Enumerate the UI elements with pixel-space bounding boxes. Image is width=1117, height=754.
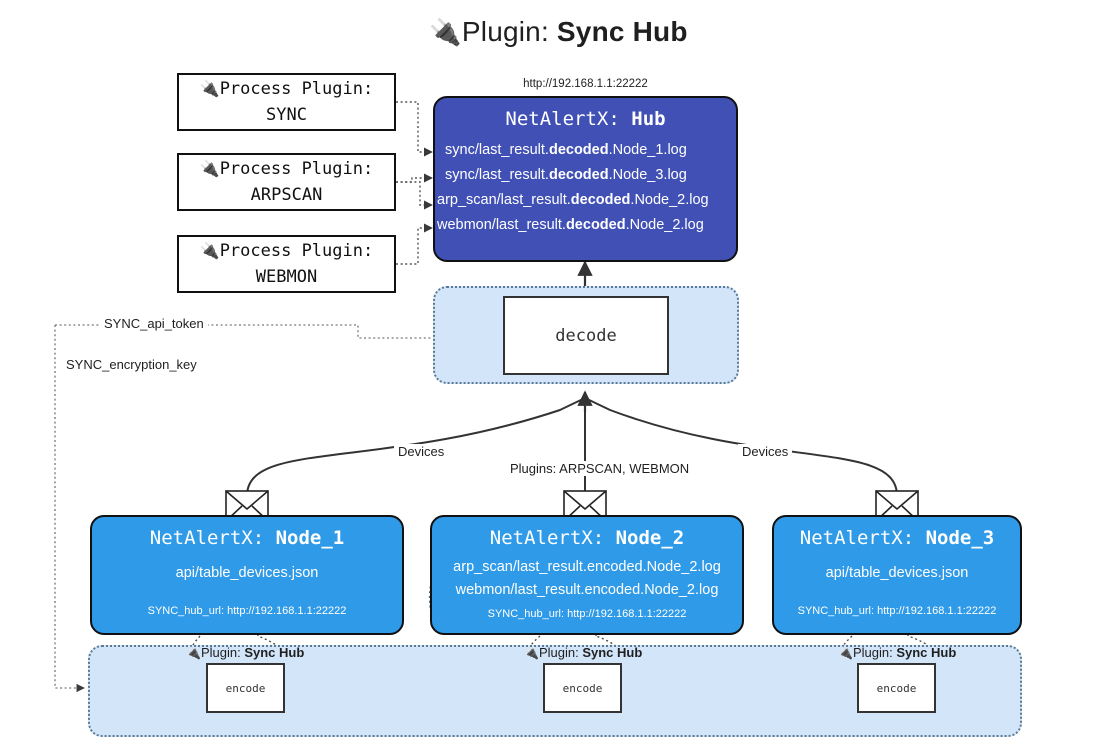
- encoder-caption-value: Sync Hub: [896, 645, 957, 660]
- node-hub-url: SYNC_hub_url: http://192.168.1.1:22222: [487, 608, 687, 620]
- plug-icon: 🔌: [524, 646, 539, 660]
- process-plugin-label: Process Plugin:: [219, 158, 374, 179]
- node-title: NetAlertX: Node_1: [92, 527, 402, 549]
- node-line: api/table_devices.json: [175, 565, 319, 581]
- node-title-prefix: NetAlertX:: [799, 527, 915, 549]
- hub-box[interactable]: NetAlertX: Hub sync/last_result.decoded.…: [433, 96, 738, 262]
- hub-url-note: http://192.168.1.1:22222: [523, 78, 648, 90]
- encoder-caption-2: 🔌Plugin: Sync Hub: [524, 645, 642, 660]
- plug-icon: 🔌: [838, 646, 853, 660]
- process-plugin-name: ARPSCAN: [250, 185, 323, 205]
- page-title: 🔌Plugin: Sync Hub: [0, 16, 1117, 48]
- setting-encryption-key: SYNC_encryption_key: [62, 357, 201, 372]
- hub-title-name: Hub: [631, 108, 666, 130]
- edge-label-devices-right: Devices: [738, 444, 793, 459]
- node-hub-url: SYNC_hub_url: http://192.168.1.1:22222: [147, 605, 347, 617]
- node-box-node-1[interactable]: NetAlertX: Node_1 api/table_devices.json…: [90, 515, 404, 635]
- encode-box-3[interactable]: encode: [857, 663, 936, 713]
- encode-label: encode: [876, 681, 917, 695]
- encoder-caption-label: Plugin:: [200, 645, 241, 660]
- encode-box-1[interactable]: encode: [206, 663, 285, 713]
- node-line: arp_scan/last_result.encoded.Node_2.log: [453, 559, 721, 575]
- encode-label: encode: [562, 681, 603, 695]
- encoder-caption-1: 🔌Plugin: Sync Hub: [186, 645, 304, 660]
- plug-icon: 🔌: [199, 240, 220, 260]
- page-title-label: Plugin:: [461, 16, 549, 47]
- node-line: webmon/last_result.encoded.Node_2.log: [455, 582, 719, 598]
- node-hub-url: SYNC_hub_url: http://192.168.1.1:22222: [797, 605, 997, 617]
- node-box-node-3[interactable]: NetAlertX: Node_3 api/table_devices.json…: [772, 515, 1022, 635]
- node-title-name: Node_3: [925, 527, 995, 549]
- setting-api-token: SYNC_api_token: [100, 316, 208, 331]
- plug-icon: 🔌: [199, 158, 220, 178]
- process-plugin-box-sync[interactable]: 🔌Process Plugin: SYNC: [177, 73, 396, 131]
- plug-icon: 🔌: [429, 17, 462, 47]
- plug-icon: 🔌: [186, 646, 201, 660]
- node-title: NetAlertX: Node_3: [774, 527, 1020, 549]
- node-title: NetAlertX: Node_2: [432, 527, 742, 549]
- encoder-caption-value: Sync Hub: [244, 645, 305, 660]
- encoder-caption-value: Sync Hub: [582, 645, 643, 660]
- encode-label: encode: [225, 681, 266, 695]
- hub-log-3: arp_scan/last_result.decoded.Node_2.log: [437, 191, 709, 208]
- process-plugin-name: SYNC: [266, 105, 307, 125]
- plug-icon: 🔌: [199, 78, 220, 98]
- node-title-prefix: NetAlertX:: [489, 527, 605, 549]
- hub-title-prefix: NetAlertX:: [505, 108, 620, 130]
- edge-label-devices-left: Devices: [394, 444, 449, 459]
- edge-label-plugins-mid: Plugins: ARPSCAN, WEBMON: [506, 461, 694, 476]
- decode-label: decode: [555, 325, 617, 346]
- process-plugin-label: Process Plugin:: [219, 240, 374, 261]
- node-box-node-2[interactable]: NetAlertX: Node_2 arp_scan/last_result.e…: [430, 515, 744, 635]
- decode-box[interactable]: decode: [503, 296, 669, 375]
- page-title-value: Sync Hub: [556, 16, 688, 47]
- hub-title: NetAlertX: Hub: [435, 108, 736, 130]
- node-title-name: Node_2: [615, 527, 685, 549]
- process-plugin-label: Process Plugin:: [219, 78, 374, 99]
- encoder-caption-label: Plugin:: [852, 645, 893, 660]
- encode-box-2[interactable]: encode: [543, 663, 622, 713]
- node-title-prefix: NetAlertX:: [149, 527, 265, 549]
- hub-log-1: sync/last_result.decoded.Node_1.log: [445, 142, 687, 158]
- process-plugin-box-arpscan[interactable]: 🔌Process Plugin: ARPSCAN: [177, 153, 396, 211]
- encoder-caption-3: 🔌Plugin: Sync Hub: [838, 645, 956, 660]
- hub-log-2: sync/last_result.decoded.Node_3.log: [445, 166, 687, 183]
- process-plugin-name: WEBMON: [255, 267, 318, 287]
- node-title-name: Node_1: [275, 527, 345, 549]
- process-plugin-box-webmon[interactable]: 🔌Process Plugin: WEBMON: [177, 235, 396, 293]
- encoder-caption-label: Plugin:: [538, 645, 579, 660]
- hub-log-4: webmon/last_result.decoded.Node_2.log: [437, 216, 704, 233]
- node-line: api/table_devices.json: [825, 565, 969, 581]
